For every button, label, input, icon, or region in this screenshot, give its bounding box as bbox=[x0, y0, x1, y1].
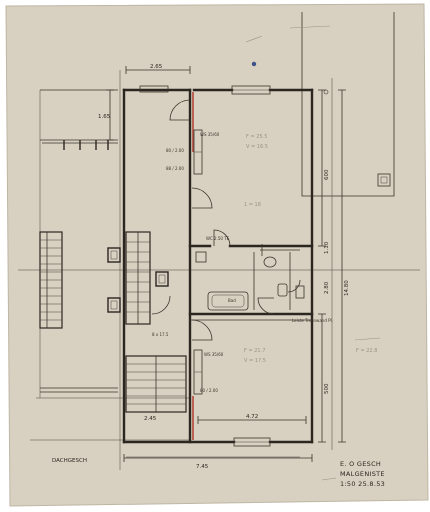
chimneys bbox=[107, 247, 169, 313]
paper-background bbox=[6, 4, 428, 506]
note-upper-room-f: F = 25.5 bbox=[246, 134, 267, 140]
closets bbox=[193, 129, 203, 395]
note-upper-door-b: 88 / 2.00 bbox=[166, 166, 184, 171]
windows bbox=[139, 85, 271, 447]
pencil-marks bbox=[245, 25, 381, 481]
construction-lines bbox=[18, 70, 420, 470]
interior-stair bbox=[125, 231, 187, 413]
note-wc-area: WC 2.50 TE bbox=[206, 236, 230, 241]
dim-right-500: 500 bbox=[324, 383, 330, 394]
note-lower-room-v: V = 17.5 bbox=[244, 358, 266, 364]
title-line-1: E. O GESCH bbox=[340, 460, 381, 468]
note-upper-room-v: V = 16.5 bbox=[246, 144, 268, 150]
main-walls bbox=[122, 88, 314, 444]
sanitary-fixtures bbox=[195, 244, 305, 311]
left-terrace bbox=[40, 89, 118, 393]
note-lower-closet: WS 35/60 bbox=[204, 352, 224, 357]
note-bath-area: Bad bbox=[228, 298, 236, 303]
note-upper-door-a: 80 / 2.00 bbox=[166, 148, 184, 153]
dim-right-1480: 14.80 bbox=[344, 280, 350, 296]
dim-stair-gap: 2.45 bbox=[144, 416, 157, 422]
note-lower-room-f: F = 21.7 bbox=[244, 348, 265, 354]
doors bbox=[151, 99, 301, 341]
dim-top-width: 2.65 bbox=[150, 64, 163, 70]
dim-left-depth: 1.65 bbox=[98, 114, 111, 120]
faint-mark-1: F = 22.8 bbox=[356, 348, 377, 354]
dimension-lines bbox=[106, 66, 346, 462]
dim-right-110: 1.10 bbox=[324, 241, 330, 254]
annex-outline bbox=[301, 12, 395, 197]
faint-mark-2: 1 = 18 bbox=[244, 202, 261, 208]
note-upper-closet: WS 35/60 bbox=[200, 132, 220, 137]
dim-bottom-width: 7.45 bbox=[196, 464, 209, 470]
dim-right-600: 600 bbox=[324, 169, 330, 180]
title-line-2: MALGENISTE bbox=[340, 470, 385, 478]
note-right: Leiste Trennwand Pl. bbox=[292, 318, 333, 323]
note-stair: 8 x 17.5 bbox=[152, 332, 169, 337]
paper-edge bbox=[5, 3, 429, 507]
dim-room-width: 4.72 bbox=[246, 414, 258, 420]
title-line-3: 1:50 25.8.53 bbox=[340, 480, 385, 488]
roof-label: DACHGESCH bbox=[52, 458, 87, 464]
left-exterior-stair bbox=[39, 231, 63, 329]
note-lower-door: 80 / 2.00 bbox=[200, 388, 218, 393]
dim-right-280: 2.80 bbox=[324, 281, 330, 294]
